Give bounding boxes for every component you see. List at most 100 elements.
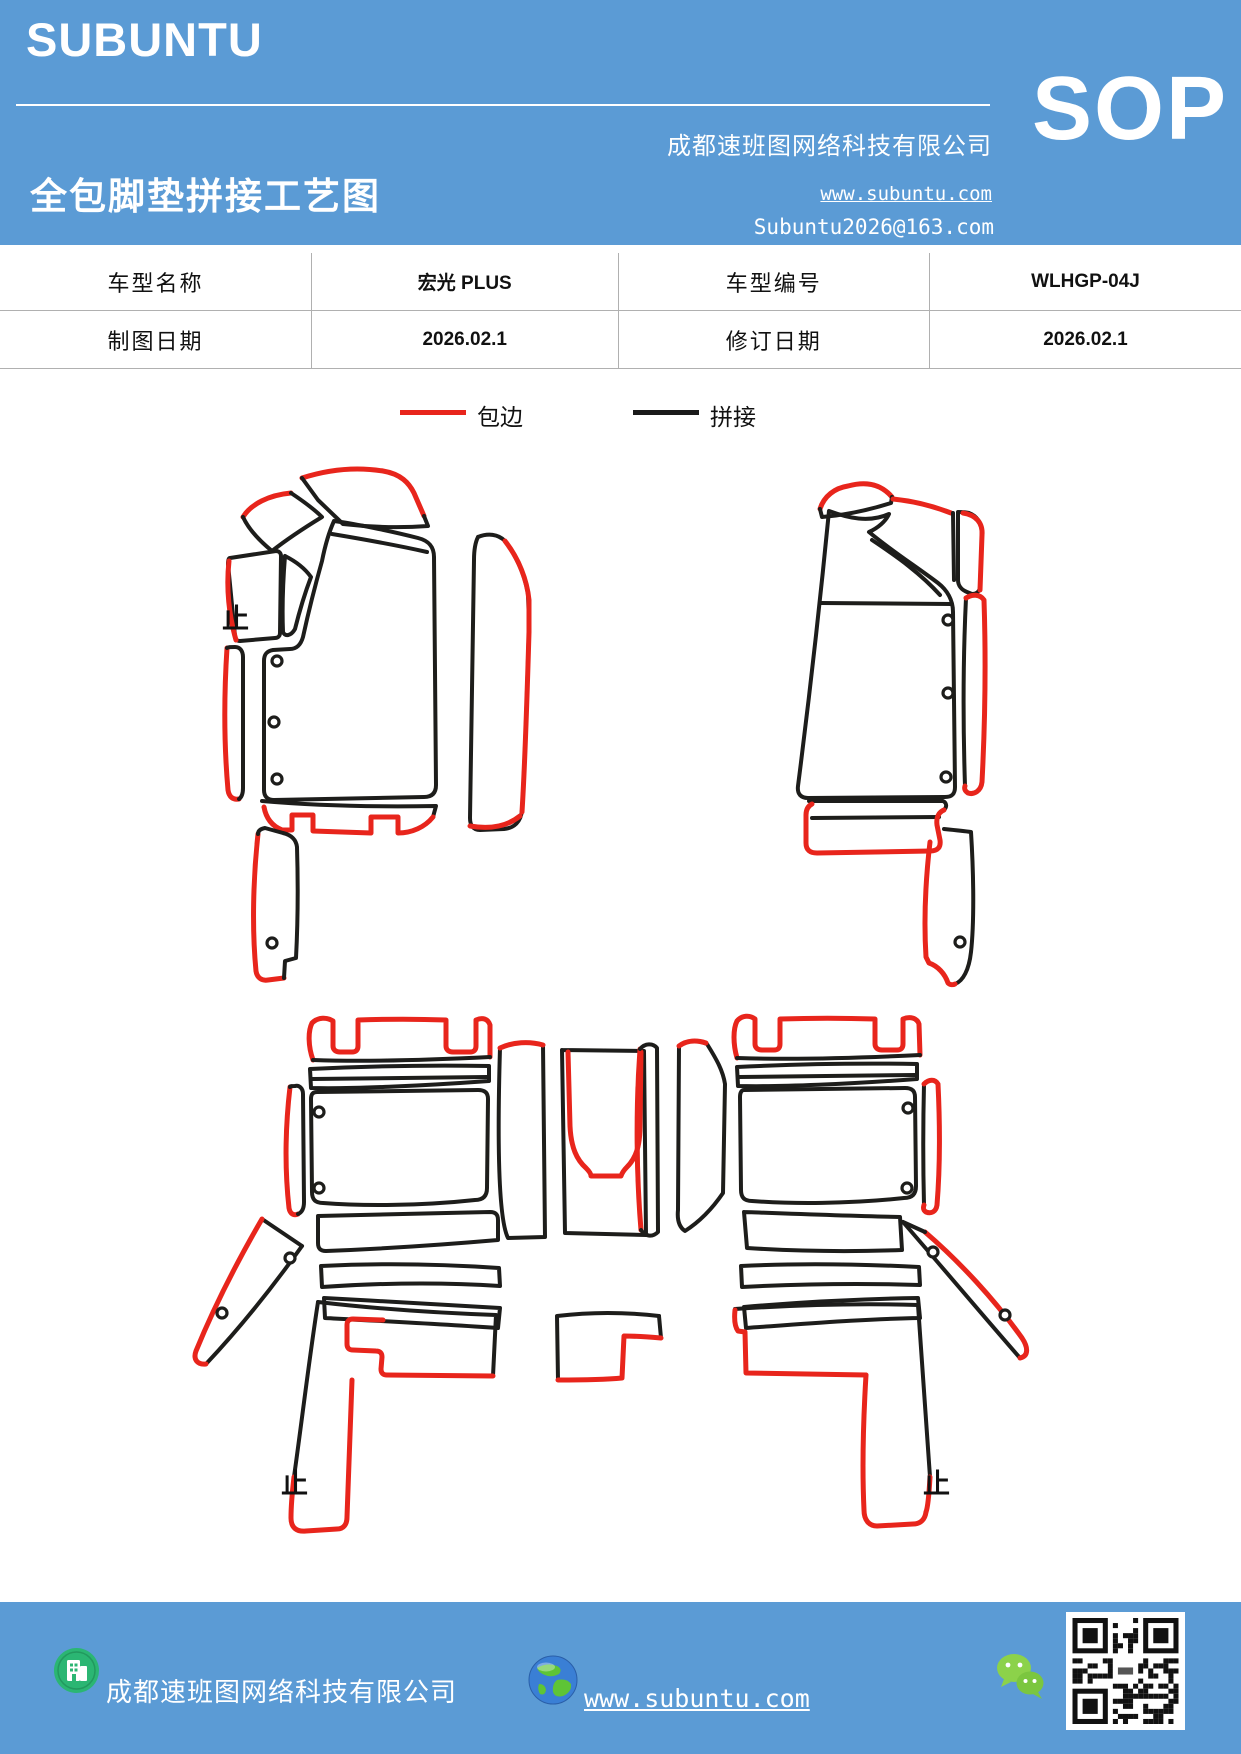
header: SUBUNTU 全包脚垫拼接工艺图 成都速班图网络科技有限公司 www.subu… <box>0 0 1241 245</box>
mat-piece-outline <box>921 1082 926 1207</box>
stop-mark-label: 止 <box>923 1469 950 1499</box>
mat-piece-outline <box>807 799 949 812</box>
mat-piece-outline <box>330 532 429 554</box>
mat-piece-outline <box>309 1088 490 1207</box>
mat-piece-outline <box>222 645 242 802</box>
header-website-link[interactable]: www.subuntu.com <box>820 183 992 205</box>
legend-edging-line <box>400 410 466 415</box>
mat-piece-outline <box>251 831 287 983</box>
mat-piece-outline <box>299 466 427 519</box>
footer-company-name: 成都速班图网络科技有限公司 <box>106 1678 458 1707</box>
header-company-name: 成都速班图网络科技有限公司 <box>667 134 992 160</box>
mat-piece-outline <box>942 827 976 986</box>
mat-piece-outline <box>916 1303 932 1479</box>
mat-piece-outline <box>502 538 532 815</box>
mat-piece-outline <box>319 1262 502 1289</box>
mat-piece-outline <box>634 1046 644 1233</box>
mat-piece-outline <box>803 801 947 856</box>
mat-piece-outline <box>735 1061 919 1089</box>
mat-piece-outline <box>890 496 954 516</box>
snap-fastener-mark <box>939 770 953 784</box>
mat-piece-outline <box>901 1220 927 1234</box>
mat-piece-outline <box>225 558 239 643</box>
legend-edging-label: 包边 <box>477 405 523 430</box>
mat-piece-outline <box>922 1229 1030 1361</box>
mat-piece-outline <box>192 1216 265 1367</box>
mat-piece-outline <box>241 491 324 553</box>
mat-piece-outline <box>657 1314 663 1340</box>
mat-piece-outline <box>283 1084 301 1218</box>
mat-piece-outline <box>316 1210 500 1253</box>
mat-piece-outline <box>901 1220 1022 1360</box>
mat-piece-outline <box>920 1077 942 1216</box>
mat-piece-outline <box>292 1300 320 1479</box>
snap-fastener-mark <box>267 715 281 729</box>
legend-splice-label: 拼接 <box>710 405 756 430</box>
mat-piece-outline <box>344 1316 496 1379</box>
header-email: Subuntu2026@163.com <box>753 215 994 239</box>
mat-piece-outline <box>739 1262 922 1289</box>
table-row: 制图日期 2026.02.1 修订日期 2026.02.1 <box>0 310 1241 369</box>
mat-piece-outline <box>467 813 523 830</box>
mat-piece-outline <box>311 1055 492 1063</box>
mat-piece-outline <box>742 1210 904 1254</box>
stop-mark-label: 止 <box>281 1469 308 1499</box>
company-icon <box>54 1648 99 1693</box>
mat-piece-outline <box>240 490 294 520</box>
model-name-value: 宏光 PLUS <box>310 253 619 311</box>
snap-fastener-mark <box>265 936 279 950</box>
mat-piece-outline <box>962 592 988 796</box>
globe-icon <box>528 1655 578 1705</box>
mat-piece-outline <box>818 495 894 519</box>
model-code-label: 车型编号 <box>617 253 930 311</box>
mat-piece-outline <box>735 1053 922 1061</box>
footer-website-link[interactable]: www.subuntu.com <box>584 1684 810 1713</box>
draw-date-value: 2026.02.1 <box>310 310 619 369</box>
mat-piece-outline <box>675 1039 727 1233</box>
snap-fastener-mark <box>312 1181 326 1195</box>
table-row: 车型名称 宏光 PLUS 车型编号 WLHGP-04J <box>0 253 1241 311</box>
mat-piece-outline <box>960 510 985 593</box>
draw-date-label: 制图日期 <box>0 310 312 369</box>
model-name-label: 车型名称 <box>0 253 312 311</box>
mat-piece-outline <box>306 1015 493 1063</box>
mat-piece-outline <box>260 1217 304 1248</box>
mat-piece-outline <box>732 1307 869 1378</box>
snap-fastener-mark <box>900 1181 914 1195</box>
page-title: 全包脚垫拼接工艺图 <box>30 177 381 218</box>
qr-code-pattern <box>1072 1618 1179 1724</box>
mat-piece-outline <box>555 1311 661 1382</box>
mat-piece-outline <box>288 1083 306 1216</box>
mat-piece-outline <box>262 519 438 802</box>
snap-fastener-mark <box>270 654 284 668</box>
snap-fastener-mark <box>901 1101 915 1115</box>
mat-piece-outline <box>256 826 300 980</box>
qr-code <box>1066 1612 1185 1730</box>
snap-fastener-mark <box>215 1306 229 1320</box>
mat-piece-outline <box>638 1042 660 1238</box>
snap-fastener-mark <box>941 686 955 700</box>
mat-piece-outline <box>870 538 942 597</box>
mat-piece-outline <box>468 532 531 832</box>
mat-piece-outline <box>280 554 313 638</box>
snap-fastener-mark <box>270 772 284 786</box>
mat-piece-outline <box>555 1333 664 1383</box>
doc-type-label: SOP <box>1032 59 1229 159</box>
mat-piece-outline <box>316 1300 498 1378</box>
header-divider <box>16 104 990 106</box>
wechat-icon <box>997 1654 1044 1699</box>
mat-piece-outline <box>810 815 941 820</box>
mat-piece-outline <box>260 799 438 819</box>
snap-fastener-mark <box>998 1308 1012 1322</box>
mat-piece-outline <box>923 1474 933 1515</box>
mat-piece-outline <box>951 511 956 582</box>
mat-piece-outline <box>261 804 436 836</box>
brand-logo: SUBUNTU <box>26 13 263 66</box>
mat-piece-outline <box>818 601 953 606</box>
revision-date-label: 修订日期 <box>617 310 930 369</box>
snap-fastener-mark <box>283 1251 297 1265</box>
mat-piece-outline <box>795 509 957 800</box>
mat-piece-outline <box>961 596 968 788</box>
mat-piece-outline <box>676 1038 709 1049</box>
